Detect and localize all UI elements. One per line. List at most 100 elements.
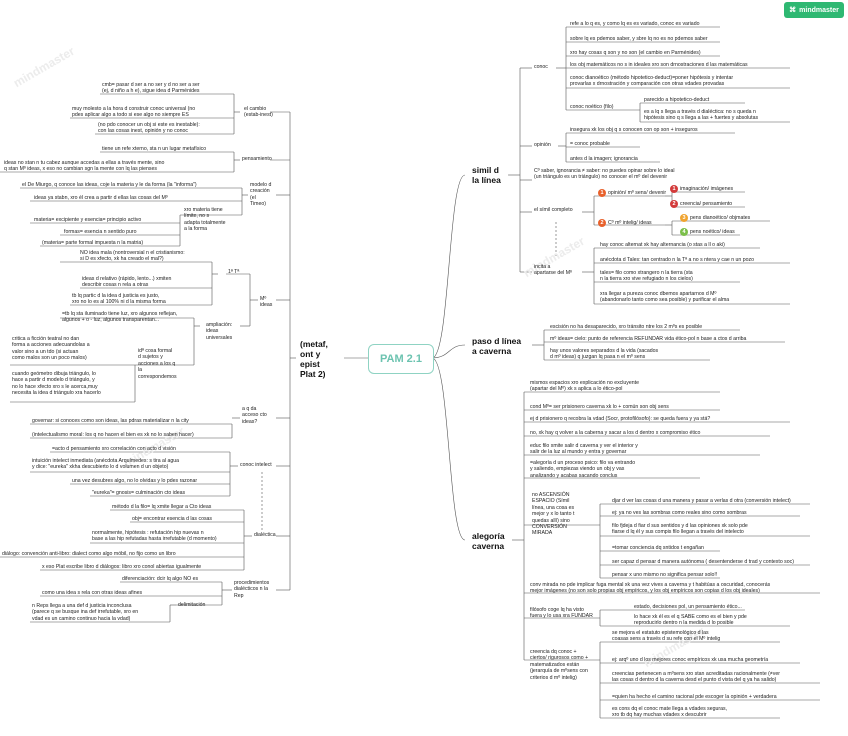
topic-modelo-creacion[interactable]: modelo d creación (el Timeo) — [250, 182, 272, 208]
simil-cm[interactable]: Cº mº intelig/ ideas — [608, 220, 652, 226]
alegoria-item[interactable]: mismos espacios xro explicación no exclu… — [530, 380, 639, 393]
topic-delimitacion[interactable]: delimitación — [178, 602, 206, 608]
alegoria-item[interactable]: ej d prisionero q recobra la vdad (Socr,… — [530, 416, 711, 422]
ide-cosa-formal[interactable]: idª cosa formal d sujetos y acciones a l… — [138, 348, 177, 380]
modelo-item[interactable]: formas= esencia n sentido puro — [64, 229, 137, 235]
aqda-item[interactable]: (intelectualismo moral: los q no hacen e… — [32, 432, 194, 438]
topic-pensamiento[interactable]: pensamiento — [242, 156, 272, 162]
pens-item[interactable]: ideas no stan n tu cabez aunque accedas … — [4, 160, 165, 173]
conoc-item[interactable]: conoc dianoético (método hipotetico-dedu… — [570, 75, 734, 88]
ascension-item[interactable]: pensar x uno mismo no significa pensar s… — [612, 572, 718, 578]
intelect-item[interactable]: intuición intelect inmediata (anécdota A… — [32, 458, 180, 471]
modelo-item[interactable]: materia= excipiente y esencia= principio… — [34, 217, 142, 223]
ascension-item[interactable]: filo fjdeja d fiar d sus sentidos y d la… — [612, 523, 748, 536]
alegoria-conv[interactable]: conv mirada no pde implicar fuga mental … — [530, 582, 771, 595]
cambio-item[interactable]: cmb= pasar d ser a no ser y d no ser a s… — [102, 82, 200, 95]
conoc-item[interactable]: conoc noético (filo) — [570, 104, 614, 110]
cambio-item[interactable]: (no pdo conocer un obj si este es inesta… — [98, 122, 200, 135]
ideas-item[interactable]: tb lq partic d la idea d justicia es jus… — [72, 293, 166, 306]
ideas-item[interactable]: ideas d relativo (rápido, lento...) xmit… — [82, 276, 172, 289]
topic-creencia[interactable]: creencia dq conoc + ciertos/ rigurosos c… — [530, 649, 589, 681]
pens-item[interactable]: tiene un refe xterno, sta n un lugar met… — [102, 146, 207, 152]
mindmaster-brand[interactable]: ⌘mindmaster — [784, 2, 844, 18]
creencia-item[interactable]: es cons dq el conoc mate llega a vdades … — [612, 706, 728, 719]
topic-conoc[interactable]: conoc — [534, 64, 548, 70]
ascension-item[interactable]: ej: ya no ves las sombras como reales si… — [612, 510, 747, 516]
branch-paso-caverna[interactable]: paso d línea a caverna — [472, 336, 522, 356]
dialectica-item[interactable]: normalmente, hipótesis : refutación hip … — [92, 530, 217, 543]
topic-procedimientos[interactable]: procedimientos dialécticos n la Rep — [234, 580, 270, 599]
ideas-item[interactable]: NO idea mala (nontroversial n el cristia… — [80, 250, 185, 263]
modelo-item[interactable]: (materia= parte formal impuesta n la mat… — [42, 240, 144, 246]
conoc-item[interactable]: xro hay cosas q son y no son (el cambio … — [570, 50, 701, 56]
incita-item[interactable]: xra llegar a pureza conoc dbemos apartar… — [600, 291, 730, 304]
intelect-item[interactable]: una vez desubres algo, no lo olvidas y l… — [72, 478, 198, 484]
conoc-item[interactable]: sobre lq es pdemos saber, y sbre lq no e… — [570, 36, 708, 42]
topic-filosofo[interactable]: filósofo coge lq ha visto fuera y lo usa… — [530, 607, 593, 620]
ascension-item[interactable]: djar d ver las cosas d una manera y pasa… — [612, 498, 791, 504]
creencia-item[interactable]: ej: arqº uno d los mejores conoc empíric… — [612, 657, 769, 663]
simil-creencia[interactable]: creencia/ pensamiento — [680, 201, 733, 207]
topic-conoc-intelect[interactable]: conoc intelect — [240, 462, 272, 468]
incita-item[interactable]: tales= filo como xtrangero n la tierra (… — [600, 270, 693, 283]
ampliacion-item[interactable]: =tb lq sta iluminado tiene luz, xro algu… — [62, 311, 178, 324]
opinion-item[interactable]: antes d la imagen; ignorancia — [570, 156, 638, 162]
alegoria-item[interactable]: cond Mº= ser prisionero caverna xk lo + … — [530, 404, 669, 410]
intelect-item[interactable]: =acto d pensamiento xro correlación con … — [52, 446, 176, 452]
geometro-triangulo[interactable]: cuando geómetro dibuja triángulo, lo hac… — [12, 371, 101, 397]
noetico-sub-item[interactable]: parecido a hipotetico-deduct — [644, 97, 710, 103]
proc-item[interactable]: como una idea s rela con otras ideas afi… — [42, 590, 143, 596]
dialectica-item[interactable]: x eso Plat escribe libro d diálogos: lib… — [42, 564, 202, 570]
conoc-item[interactable]: los obj matemáticos no s in ideales xro … — [570, 62, 748, 68]
topic-ampliacion[interactable]: ampliación: ideas universales — [206, 322, 233, 341]
dialectica-item[interactable]: diálogo: convención anti-libro: dialect … — [2, 551, 176, 557]
intelect-item[interactable]: "eureka"= gnosis= culminación cto ideas — [92, 490, 186, 496]
topic-primera-teoria[interactable]: 1ª Tª — [228, 269, 240, 275]
critica-ficcion[interactable]: critica a ficción teatral no dan forma a… — [12, 336, 90, 362]
paso-item[interactable]: mº ideas= cielo: punto de referencia REF… — [550, 336, 747, 342]
modelo-item[interactable]: el De Miurgo, q conoce las ideas, coje l… — [22, 182, 197, 188]
branch-simil-linea[interactable]: simil d la línea — [472, 165, 501, 185]
proc-item[interactable]: diferenciación: dcir lq algo NO es — [122, 576, 199, 582]
central-topic[interactable]: PAM 2.1 — [368, 344, 434, 374]
paso-item[interactable]: hay unos valores separados d la vida (sa… — [550, 348, 659, 361]
topic-cm-saber[interactable]: Cº saber, ignorancia ≠ saber: no puedes … — [534, 168, 675, 181]
topic-simil-completo[interactable]: el símil completo — [534, 207, 573, 213]
topic-opinion[interactable]: opinión — [534, 142, 551, 148]
paso-item[interactable]: escisión no ha desaparecido, xro tránsit… — [550, 324, 703, 330]
topic-incita[interactable]: incita a apartarse del Mº — [534, 264, 572, 277]
creencia-item[interactable]: creencias pertenecen a mºsens xro stan a… — [612, 671, 780, 684]
topic-acceso-ideas[interactable]: a q da acceso cto ideas? — [242, 406, 267, 425]
incita-item[interactable]: hay conoc alternat xk hay alternancia (o… — [600, 242, 725, 248]
simil-opinion[interactable]: opinión/ mº sens/ devenir — [608, 190, 667, 196]
modelo-item[interactable]: ideas ya stabn, xro él crea a partir d e… — [34, 195, 168, 201]
conoc-item[interactable]: refe a lo q es, y como lq es es variado,… — [570, 21, 700, 27]
branch-metaf-ont-epist[interactable]: (metaf, ont y epist Plat 2) — [300, 339, 328, 379]
cambio-item[interactable]: muy molesto a la hora d construir conoc … — [72, 106, 196, 119]
creencia-item[interactable]: =quien ha hecho el camino racional pde e… — [612, 694, 777, 700]
modelo-xro[interactable]: xro materia tiene límite, no s adapta to… — [184, 207, 226, 233]
topic-dialectica[interactable]: dialéctica — [254, 532, 276, 538]
branch-alegoria-caverna[interactable]: alegoría caverna — [472, 531, 505, 551]
topic-ascension[interactable]: no ASCENSIÓN ESPACIO (Símil línea, una c… — [532, 492, 575, 537]
ascension-item[interactable]: =tomar conciencia dq sntidos t engañan — [612, 545, 704, 551]
aqda-item[interactable]: governar: si conoces como son ideas, las… — [32, 418, 189, 424]
topic-cambio[interactable]: el cambio (estab-inest) — [244, 106, 273, 119]
alegoria-item[interactable]: no, xk hay q volver a la caberna y sacar… — [530, 430, 701, 436]
incita-item[interactable]: anécdota d Tales: tan centrado n la Tª a… — [600, 257, 754, 263]
creencia-item[interactable]: se mejora el estatuto epistemológico d l… — [612, 630, 721, 643]
alegoria-item[interactable]: educ filo xmite salir d caverna y ver el… — [530, 443, 638, 456]
dialectica-item[interactable]: obj= encontrar esencia d las cosas — [132, 516, 213, 522]
opinion-item[interactable]: insegura xk los obj q s conocen con op s… — [570, 127, 698, 133]
ascension-item[interactable]: ser capaz d pensar d manera autónoma ( d… — [612, 559, 794, 565]
opinion-item[interactable]: = conoc probable — [570, 141, 610, 147]
simil-imaginacion[interactable]: imaginación/ imágenes — [680, 186, 734, 192]
topic-mundo-ideas[interactable]: Mº ideas — [260, 296, 273, 309]
simil-pens-noetico[interactable]: pens noético/ ideas — [690, 229, 735, 235]
alegoria-item[interactable]: =alegoría d un proceso psico: filo va en… — [530, 460, 636, 479]
noetico-sub-item[interactable]: es a lq s llega a través d dialéctica: n… — [644, 109, 759, 122]
delim-item[interactable]: n Reps llega a una def d justicia inconc… — [32, 603, 139, 622]
filosofo-item[interactable]: lo hace xk él es el q SABE como es el bi… — [634, 614, 747, 627]
filosofo-item[interactable]: estado, decisiones pol, un pensamiento é… — [634, 604, 742, 610]
dialectica-item[interactable]: método d la filo= lq xmite llegar a Cto … — [112, 504, 212, 510]
